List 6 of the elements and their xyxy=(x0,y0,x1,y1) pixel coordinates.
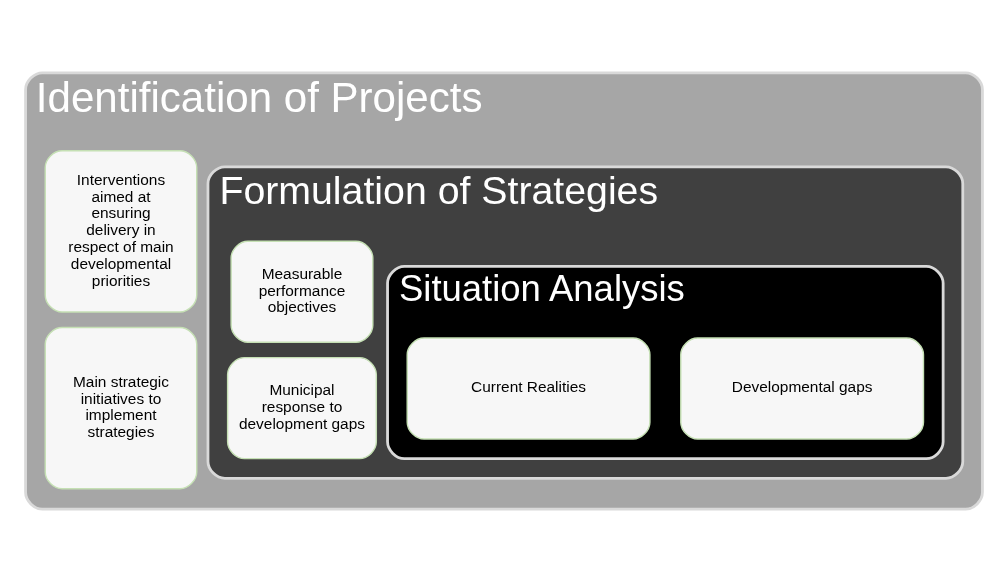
node-box: Interventions aimed at ensuring delivery in respect of main developmental priorities xyxy=(44,149,198,313)
node-box: Municipal response to development gaps xyxy=(226,356,378,459)
node-box: Current Realities xyxy=(406,336,651,440)
node-box: Main strategic initiatives to implement strategies xyxy=(44,326,198,489)
node-box: Developmental gaps xyxy=(680,336,925,440)
node-box: Measurable performance objectives xyxy=(230,240,374,343)
